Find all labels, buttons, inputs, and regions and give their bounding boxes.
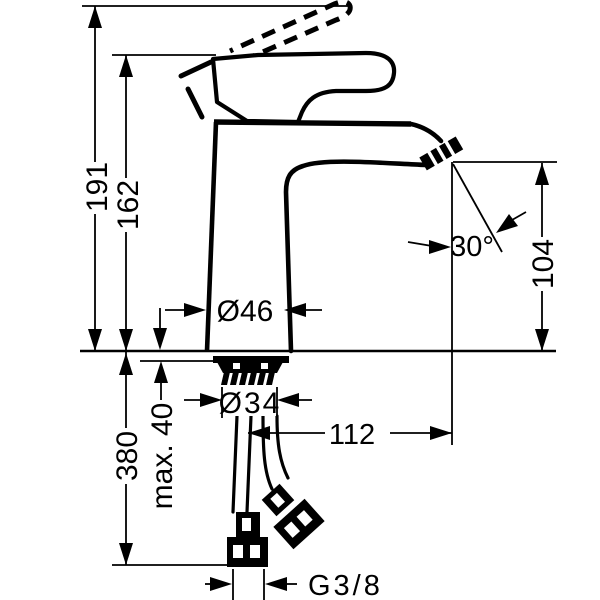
label-base-diameter: Ø46 <box>217 295 274 328</box>
reference-lines <box>80 5 557 600</box>
dim-outlet-height: 162 <box>112 55 145 351</box>
label-max-deck-thickness: max. 40 <box>146 403 179 510</box>
supply-hose-straight <box>227 414 268 567</box>
dim-hose-length: 380 <box>111 352 144 565</box>
spout-underside-and-body-right <box>283 159 428 354</box>
label-connection-thread: G3/8 <box>308 570 383 600</box>
lever-handle <box>210 50 397 125</box>
dim-base-diameter: Ø46 <box>165 295 322 328</box>
label-hose-length: 380 <box>111 431 144 481</box>
label-shank-diameter: Ø34 <box>219 387 282 420</box>
label-total-height: 191 <box>81 162 114 212</box>
label-spray-angle: 30° <box>450 231 494 263</box>
aerator <box>419 136 464 171</box>
label-spout-reach: 112 <box>329 419 375 451</box>
dim-max-deck-thickness: max. 40 <box>146 308 179 509</box>
spout-tip-top <box>408 121 444 144</box>
threaded-shank <box>221 372 275 385</box>
body-left-edge <box>204 121 219 352</box>
lever-swing-mark-upper <box>178 59 214 79</box>
mounting-hardware <box>213 356 325 567</box>
label-outlet-height: 162 <box>112 180 145 230</box>
dim-shank-diameter: Ø34 <box>184 387 312 420</box>
mounting-flange <box>213 356 289 363</box>
faucet-outline <box>178 0 464 354</box>
mounting-cone <box>217 362 283 373</box>
dim-spout-reach: 112 <box>248 419 452 451</box>
dim-total-height: 191 <box>81 6 114 351</box>
dim-connection-thread: G3/8 <box>205 570 383 600</box>
dim-spout-height: 104 <box>527 163 560 351</box>
label-spout-height: 104 <box>527 239 560 289</box>
spout-top-edge <box>213 119 412 127</box>
dim-spray-angle: 30° <box>407 163 527 263</box>
lever-raised-dashed <box>228 0 353 64</box>
supply-hose-angled <box>261 414 325 550</box>
lever-swing-mark-lower <box>185 86 205 120</box>
